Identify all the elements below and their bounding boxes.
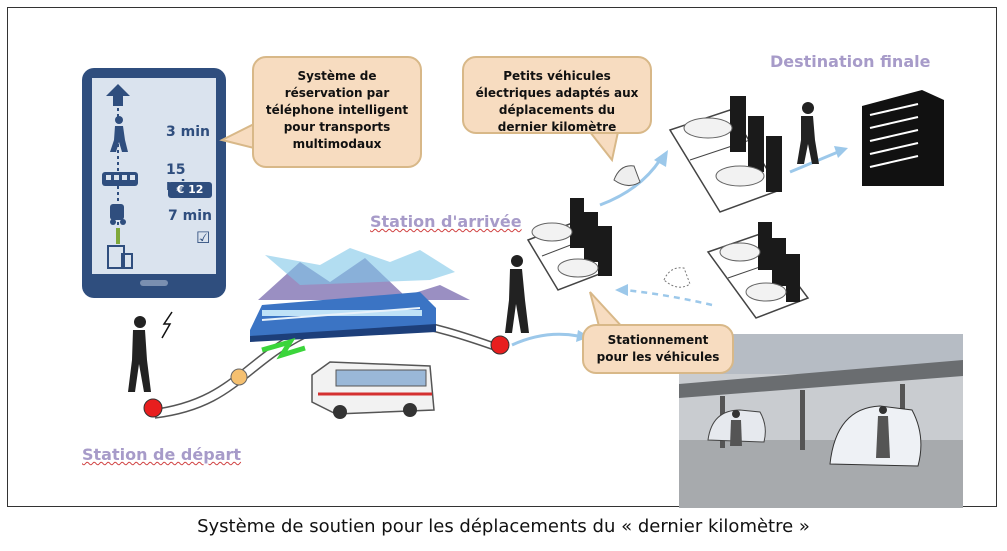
label-arrival-station: Station d'arrivée [370, 212, 522, 231]
callout-electric-vehicles: Petits véhicules électriques adaptés aux… [462, 56, 652, 134]
destination-building-icon [107, 245, 133, 269]
flow-arrow [599, 159, 662, 207]
walking-person-icon [797, 102, 819, 164]
charging-station-arrival [526, 198, 612, 291]
walking-person-icon [110, 116, 128, 152]
smartphone: 3 min 15 min € 12 7 min ☑ [82, 68, 226, 298]
callout-parking: Stationnement pour les véhicules [582, 324, 734, 374]
green-lightning-icon [261, 337, 306, 360]
check-icon: ☑ [196, 228, 211, 247]
building-icon [862, 90, 944, 186]
callout-reservation-system: Système de réservation par téléphone int… [252, 56, 422, 168]
return-dashed-arrow [624, 288, 713, 307]
walking-person-icon [128, 316, 151, 392]
phone-home-button [140, 280, 168, 286]
flow-arrow [511, 332, 579, 347]
charging-station-return [706, 222, 810, 319]
electric-car-icon [663, 267, 691, 288]
price-badge: € 12 [168, 182, 212, 198]
departure-station-dot [143, 398, 163, 418]
phone-signal-lightning-icon [161, 311, 173, 339]
bus-icon [102, 172, 138, 186]
train-icon [250, 292, 436, 342]
charging-station-destination [668, 96, 782, 213]
bus-icon [311, 361, 435, 419]
electric-car-icon [613, 165, 641, 186]
label-departure-station: Station de départ [82, 445, 242, 464]
walk-time: 3 min [166, 124, 210, 140]
label-destination: Destination finale [770, 52, 931, 71]
car-time: 7 min [168, 208, 212, 224]
walking-person-icon [505, 255, 529, 333]
figure-caption: Système de soutien pour les déplacements… [197, 516, 810, 537]
mountains-illustration [258, 248, 470, 300]
phone-route-icons [102, 84, 138, 269]
car-icon [110, 204, 126, 225]
intermediate-station-dot [230, 368, 248, 386]
phone-screen: 3 min 15 min € 12 7 min ☑ [92, 78, 216, 274]
arrow-up-icon [106, 84, 130, 106]
electric-car-icon [829, 405, 922, 467]
arrival-station-dot [490, 335, 510, 355]
